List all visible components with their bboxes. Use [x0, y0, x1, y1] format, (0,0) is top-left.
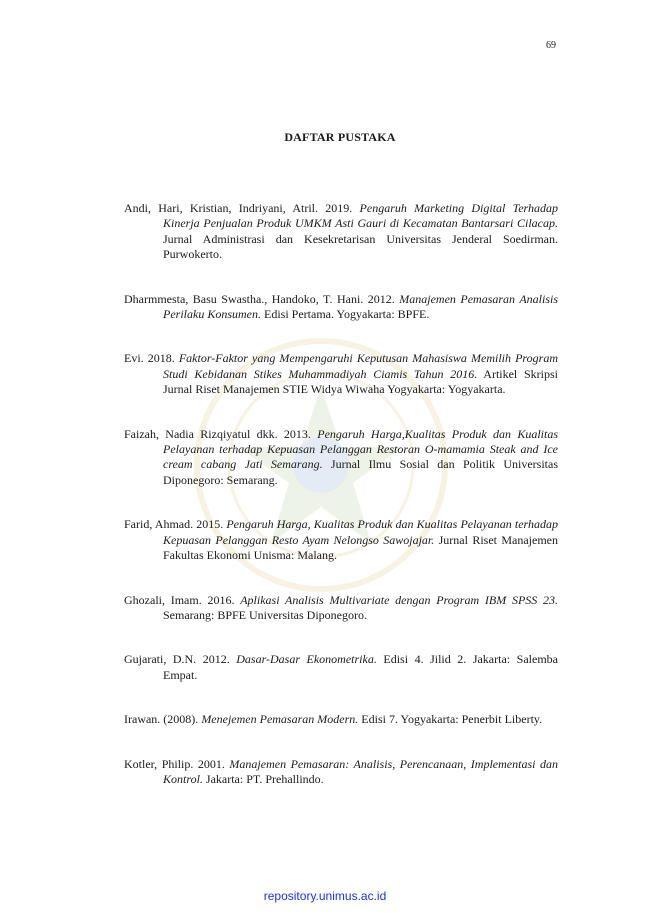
reference-title: Pengaruh Harga, Kualitas Produk dan Kual…: [163, 517, 558, 547]
reference-source: Edisi Pertama. Yogyakarta: BPFE.: [261, 307, 430, 322]
reference-item: Dharmmesta, Basu Swastha., Handoko, T. H…: [124, 292, 558, 323]
reference-source: Artikel Skripsi Jurnal Riset Manajemen S…: [163, 366, 558, 397]
reference-item: Evi. 2018. Faktor-Faktor yang Mempengaru…: [124, 351, 558, 397]
reference-authors: Gujarati, D.N. 2012.: [124, 652, 237, 667]
reference-authors: Evi. 2018.: [124, 351, 179, 366]
reference-title: Faktor-Faktor yang Mempengaruhi Keputusa…: [163, 351, 558, 381]
reference-source: Edisi 7. Yogyakarta: Penerbit Liberty.: [358, 712, 543, 727]
reference-authors: Kotler, Philip. 2001.: [124, 756, 230, 771]
reference-title: Manajemen Pemasaran Analisis Perilaku Ko…: [163, 291, 559, 322]
page-title: DAFTAR PUSTAKA: [284, 130, 396, 144]
reference-title: Menejemen Pemasaran Modern.: [201, 712, 359, 727]
reference-list: Andi, Hari, Kristian, Indriyani, Atril. …: [124, 189, 558, 816]
reference-authors: Faizah, Nadia Rizqiyatul dkk. 2013.: [124, 426, 318, 441]
reference-authors: Ghozali, Imam. 2016.: [124, 592, 241, 607]
reference-source: Edisi 4. Jilid 2. Jakarta: Salemba Empat…: [163, 652, 558, 682]
reference-title: Dasar-Dasar Ekonometrika.: [236, 652, 377, 667]
reference-title: Manajemen Pemasaran: Analisis, Perencana…: [163, 756, 558, 786]
reference-item: Irawan. (2008). Menejemen Pemasaran Mode…: [124, 712, 558, 727]
reference-source: Semarang: BPFE Universitas Diponegoro.: [163, 607, 367, 622]
page-number: 69: [546, 40, 556, 51]
reference-item: Faizah, Nadia Rizqiyatul dkk. 2013. Peng…: [124, 427, 558, 489]
reference-title: Aplikasi Analisis Multivariate dengan Pr…: [240, 592, 559, 607]
reference-source: Jakarta: PT. Prehallindo.: [202, 771, 324, 786]
reference-authors: Dharmmesta, Basu Swastha., Handoko, T. H…: [124, 291, 400, 306]
reference-item: Kotler, Philip. 2001. Manajemen Pemasara…: [124, 757, 558, 788]
reference-source: Jurnal Ilmu Sosial dan Politik Universit…: [163, 457, 558, 487]
reference-authors: Andi, Hari, Kristian, Indriyani, Atril. …: [124, 201, 360, 215]
reference-item: Andi, Hari, Kristian, Indriyani, Atril. …: [124, 201, 558, 263]
repository-footer-link[interactable]: repository.unimus.ac.id: [263, 889, 387, 903]
reference-title: Pengaruh Marketing Digital Terhadap Kine…: [163, 201, 558, 231]
reference-authors: Farid, Ahmad. 2015.: [124, 517, 227, 532]
reference-item: Ghozali, Imam. 2016. Aplikasi Analisis M…: [124, 593, 558, 624]
reference-authors: Irawan. (2008).: [124, 712, 202, 727]
reference-item: Farid, Ahmad. 2015. Pengaruh Harga, Kual…: [124, 517, 558, 563]
reference-title: Pengaruh Harga,Kualitas Produk dan Kuali…: [163, 426, 558, 472]
reference-item: Gujarati, D.N. 2012. Dasar-Dasar Ekonome…: [124, 652, 558, 683]
reference-source: Jurnal Riset Manajemen Fakultas Ekonomi …: [163, 532, 558, 563]
reference-source: Jurnal Administrasi dan Kesekretarisan U…: [163, 231, 558, 262]
